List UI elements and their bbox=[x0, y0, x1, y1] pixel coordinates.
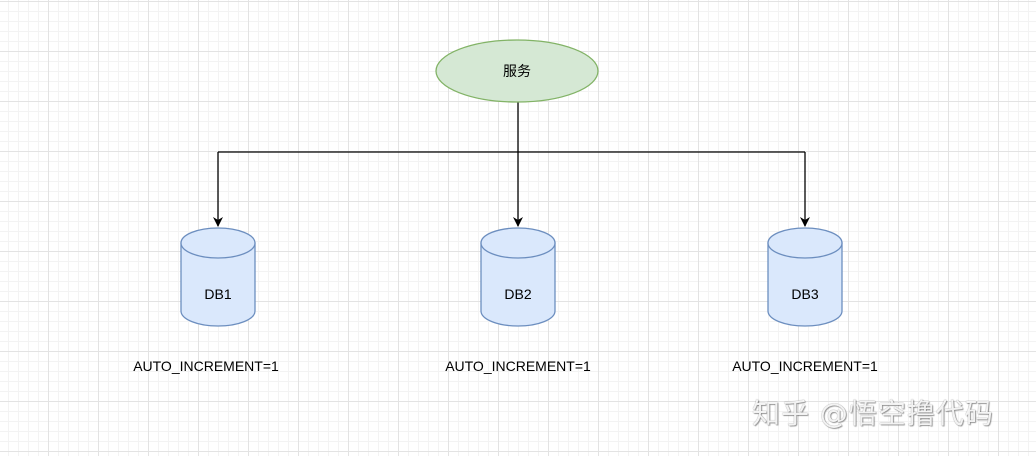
db3-node[interactable]: DB3 bbox=[767, 227, 843, 327]
db3-cylinder-body bbox=[767, 242, 843, 327]
db1-node[interactable]: DB1 bbox=[180, 227, 256, 327]
db2-node[interactable]: DB2 bbox=[480, 227, 556, 327]
service-label: 服务 bbox=[503, 63, 531, 79]
service-ellipse bbox=[435, 39, 599, 103]
db3-cylinder-top bbox=[767, 227, 843, 259]
db1-label: DB1 bbox=[204, 286, 231, 302]
db1-cylinder-body bbox=[180, 242, 256, 327]
db3-label: DB3 bbox=[791, 286, 818, 302]
watermark: 知乎 @悟空撸代码 bbox=[752, 397, 994, 430]
db2-label: DB2 bbox=[504, 286, 531, 302]
db1-cylinder-top bbox=[180, 227, 256, 259]
db3-note: AUTO_INCREMENT=1 bbox=[732, 358, 878, 374]
db2-cylinder-body bbox=[480, 242, 556, 327]
service-node[interactable]: 服务 bbox=[435, 39, 599, 103]
db1-note: AUTO_INCREMENT=1 bbox=[133, 358, 279, 374]
connectors bbox=[213, 102, 810, 227]
db2-cylinder-top bbox=[480, 227, 556, 259]
db2-note: AUTO_INCREMENT=1 bbox=[445, 358, 591, 374]
